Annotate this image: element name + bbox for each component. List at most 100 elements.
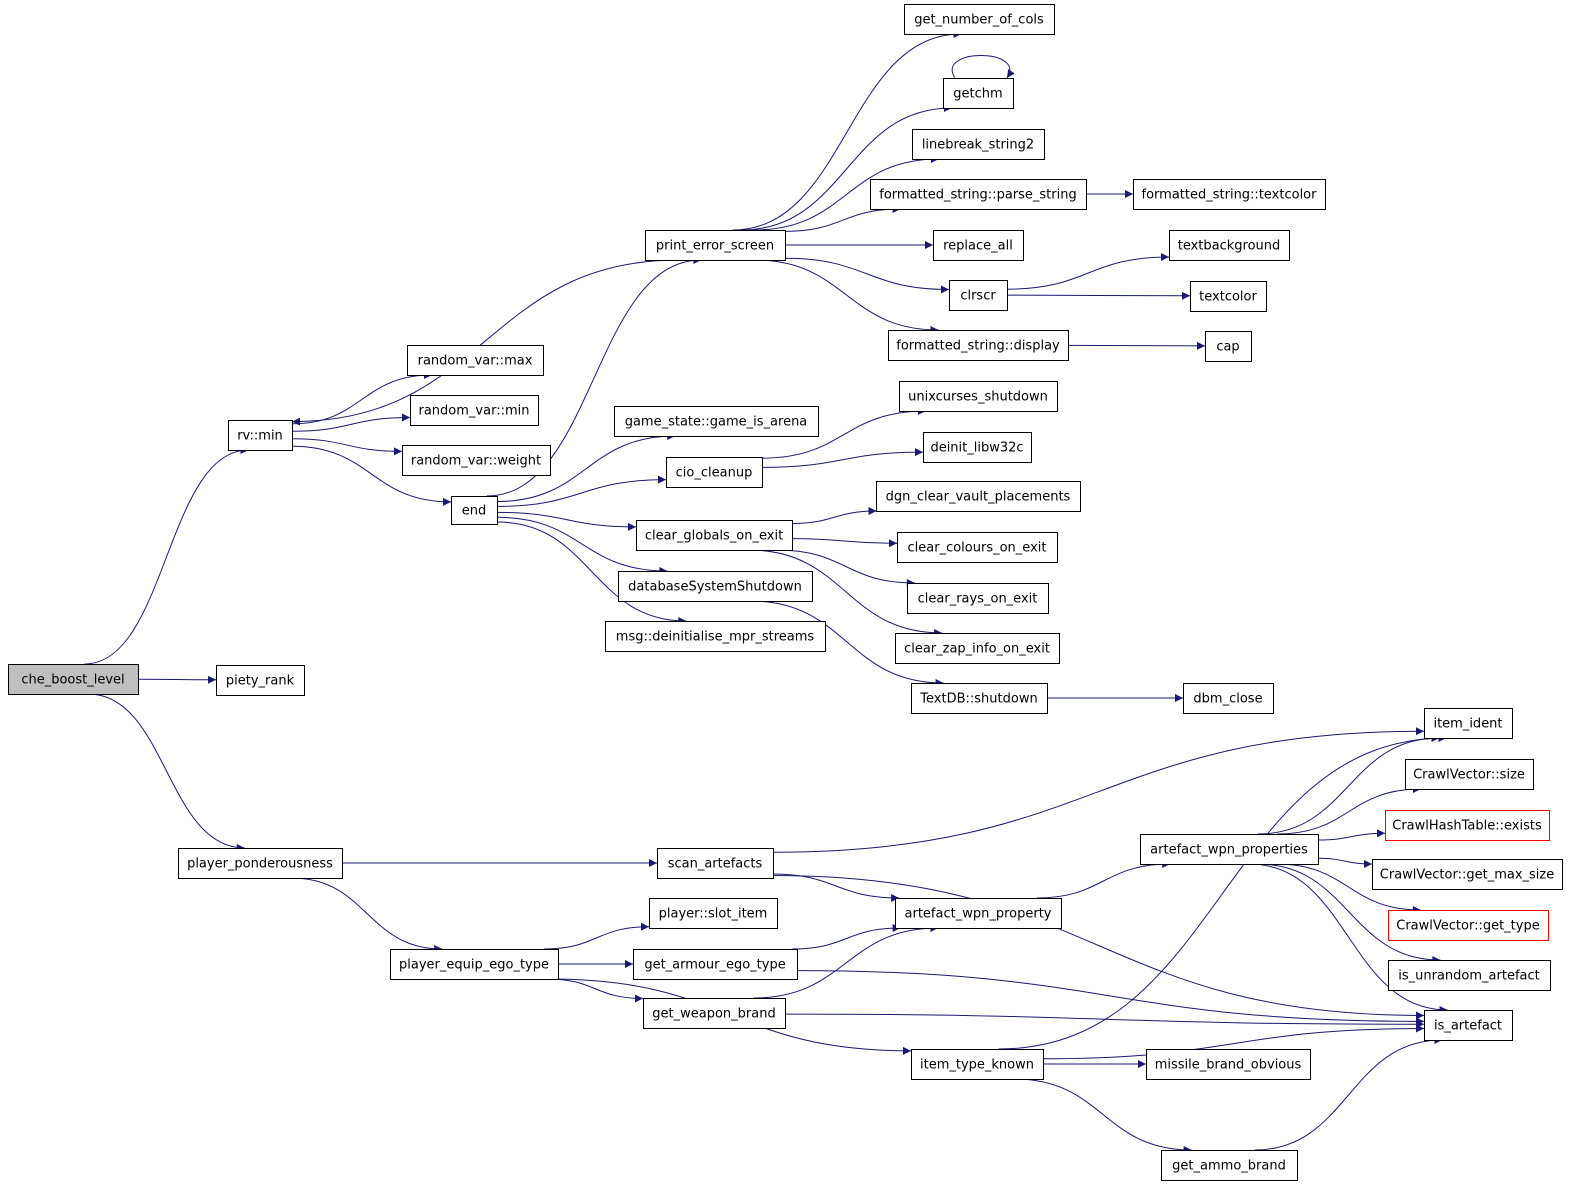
node-label: player_ponderousness (187, 857, 333, 872)
call-edge (1042, 1024, 1425, 1060)
node-box (1388, 910, 1549, 941)
node-label: dbm_close (1193, 692, 1262, 707)
edge-print_error_screen-to-linebreak_string2 (754, 155, 939, 231)
node-clear_globals_on_exit[interactable]: clear_globals_on_exit (636, 520, 793, 551)
edge-cio_cleanup-to-deinit_libw32c (761, 448, 924, 468)
node-box (410, 395, 539, 426)
node-player_equip_ego_type[interactable]: player_equip_ego_type (390, 949, 559, 980)
node-get_armour_ego_type[interactable]: get_armour_ego_type (633, 949, 798, 980)
node-che_boost_level[interactable]: che_boost_level (8, 664, 139, 695)
node-artefact_wpn_property[interactable]: artefact_wpn_property (895, 898, 1062, 929)
node-cv_size[interactable]: CrawlVector::size (1405, 759, 1534, 790)
node-artefact_wpn_properties[interactable]: artefact_wpn_properties (1140, 834, 1319, 865)
node-clear_rays_on_exit[interactable]: clear_rays_on_exit (907, 583, 1049, 614)
node-cap[interactable]: cap (1205, 331, 1252, 362)
call-edge (547, 978, 644, 1003)
node-label: che_boost_level (21, 673, 124, 688)
call-edge (754, 259, 939, 334)
node-cht_exists[interactable]: CrawlHashTable::exists (1385, 810, 1550, 841)
node-label: replace_all (943, 239, 1013, 254)
node-is_unrandom_artefact[interactable]: is_unrandom_artefact (1388, 960, 1551, 991)
edge-artefact_wpn_properties-to-cv_get_type (1276, 863, 1421, 914)
edge-rv_min-to-end (291, 445, 452, 506)
node-box (1424, 1010, 1513, 1041)
node-textcolor[interactable]: textcolor (1190, 281, 1267, 312)
node-textbackground[interactable]: textbackground (1169, 230, 1290, 261)
node-label: unixcurses_shutdown (908, 390, 1048, 405)
node-item_ident[interactable]: item_ident (1424, 708, 1513, 739)
node-deinit_libw32c[interactable]: deinit_libw32c (923, 432, 1032, 463)
node-box (1405, 759, 1534, 790)
call-edge (291, 371, 433, 425)
node-label: artefact_wpn_properties (1150, 843, 1308, 858)
node-piety_rank[interactable]: piety_rank (216, 665, 305, 696)
node-missile_brand_obvious[interactable]: missile_brand_obvious (1146, 1049, 1311, 1080)
call-edge (1036, 860, 1171, 899)
edge-print_error_screen-to-rv_min (291, 259, 680, 426)
node-cv_get_max_size[interactable]: CrawlVector::get_max_size (1372, 859, 1563, 890)
node-label: end (462, 504, 487, 519)
node-clrscr[interactable]: clrscr (949, 280, 1008, 311)
call-edge (1317, 829, 1386, 841)
call-edge (496, 511, 637, 531)
node-cv_get_type[interactable]: CrawlVector::get_type (1388, 910, 1549, 941)
node-box (1424, 708, 1513, 739)
node-box (895, 633, 1060, 664)
node-rv_min[interactable]: rv::min (228, 420, 293, 451)
node-is_artefact[interactable]: is_artefact (1424, 1010, 1513, 1041)
node-label: CrawlVector::get_type (1396, 919, 1539, 934)
node-print_error_screen[interactable]: print_error_screen (645, 230, 786, 261)
call-edge (748, 549, 943, 637)
edge-print_error_screen-to-getchm (740, 104, 953, 231)
node-dbm_close[interactable]: dbm_close (1183, 683, 1274, 714)
call-edge (761, 407, 926, 459)
call-edge (784, 257, 950, 294)
node-label: missile_brand_obvious (1155, 1058, 1302, 1073)
edge-print_error_screen-to-get_number_of_cols (732, 30, 962, 231)
node-box (911, 683, 1048, 714)
node-fs_display[interactable]: formatted_string::display (888, 330, 1069, 361)
node-box (1140, 834, 1319, 865)
call-edge (1006, 291, 1191, 300)
node-get_weapon_brand[interactable]: get_weapon_brand (643, 998, 786, 1029)
call-edge (1249, 863, 1448, 1014)
node-scan_artefacts[interactable]: scan_artefacts (657, 848, 774, 879)
node-dgn_clear_vault_placements[interactable]: dgn_clear_vault_placements (876, 481, 1081, 512)
node-label: linebreak_string2 (922, 138, 1034, 153)
node-clear_zap_info_on_exit[interactable]: clear_zap_info_on_exit (895, 633, 1060, 664)
node-label: piety_rank (226, 674, 295, 689)
node-random_var_weight[interactable]: random_var::weight (402, 445, 551, 476)
node-replace_all[interactable]: replace_all (933, 230, 1024, 261)
edge-end-to-databaseSystemShutdown (496, 516, 668, 575)
node-textdb_shutdown[interactable]: TextDB::shutdown (911, 683, 1048, 714)
edge-print_error_screen-to-clrscr (784, 257, 950, 294)
node-end[interactable]: end (451, 496, 498, 525)
node-label: dgn_clear_vault_placements (886, 490, 1071, 505)
node-random_var_max[interactable]: random_var::max (407, 345, 544, 376)
call-edge (732, 30, 962, 231)
node-unixcurses_shutdown[interactable]: unixcurses_shutdown (899, 381, 1058, 412)
node-deinitialise_mpr_streams[interactable]: msg::deinitialise_mpr_streams (605, 621, 826, 652)
node-clear_colours_on_exit[interactable]: clear_colours_on_exit (897, 532, 1058, 563)
node-box (907, 583, 1049, 614)
node-game_is_arena[interactable]: game_state::game_is_arena (614, 406, 819, 437)
node-label: artefact_wpn_property (905, 907, 1052, 922)
node-slot_item[interactable]: player::slot_item (649, 898, 778, 929)
node-get_number_of_cols[interactable]: get_number_of_cols (904, 4, 1055, 35)
edge-cio_cleanup-to-unixcurses_shutdown (761, 407, 926, 459)
node-cio_cleanup[interactable]: cio_cleanup (666, 457, 763, 488)
node-get_ammo_brand[interactable]: get_ammo_brand (1161, 1150, 1298, 1181)
node-label: item_type_known (920, 1058, 1034, 1073)
node-label: databaseSystemShutdown (628, 580, 802, 595)
node-fs_textcolor[interactable]: formatted_string::textcolor (1133, 179, 1326, 210)
node-getchm[interactable]: getchm (943, 78, 1014, 109)
node-linebreak_string2[interactable]: linebreak_string2 (912, 129, 1045, 160)
call-edge (1254, 1036, 1443, 1151)
node-player_ponderousness[interactable]: player_ponderousness (178, 848, 343, 879)
node-databaseSystemShutdown[interactable]: databaseSystemShutdown (618, 571, 813, 602)
call-edge (84, 446, 249, 665)
node-label: clrscr (960, 289, 996, 304)
node-random_var_min[interactable]: random_var::min (410, 395, 539, 426)
node-item_type_known[interactable]: item_type_known (911, 1049, 1044, 1080)
node-parse_string[interactable]: formatted_string::parse_string (870, 179, 1087, 210)
